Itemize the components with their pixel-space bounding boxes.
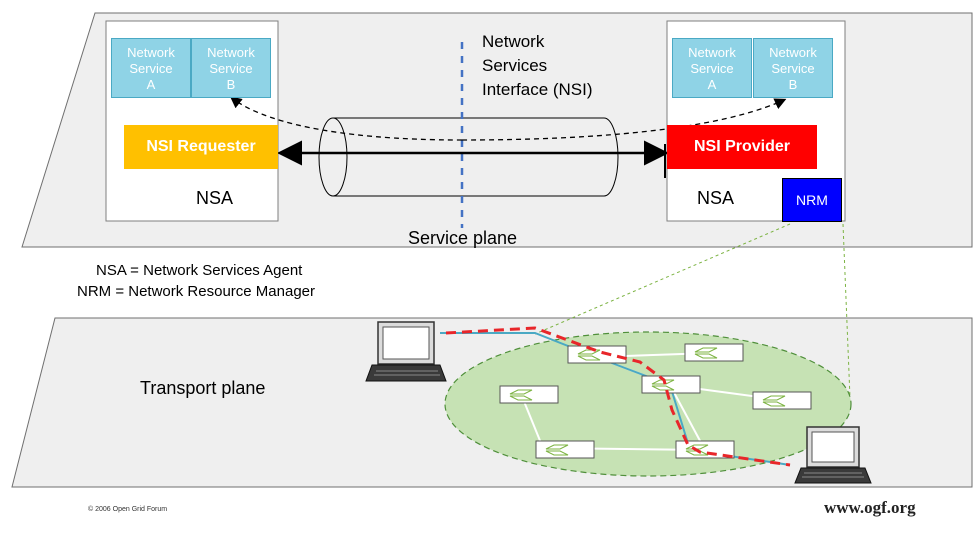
right-network-service-b: Network Service B: [753, 38, 833, 98]
service-line: Service: [771, 61, 815, 76]
service-line: Network: [127, 45, 175, 60]
left-network-service-b: Network Service B: [191, 38, 271, 98]
nrm-box: NRM: [782, 178, 842, 222]
service-plane-label: Service plane: [408, 228, 518, 248]
right-nsa-label: NSA: [697, 188, 735, 208]
service-line: Service: [129, 61, 173, 76]
left-nsa-label: NSA: [196, 188, 234, 208]
switch-1: [567, 345, 627, 364]
service-line: A: [707, 77, 717, 92]
dashed-arrow-left: [229, 96, 463, 141]
service-line: Network: [769, 45, 817, 60]
network-cloud: [444, 331, 852, 477]
interface-label-line-2: Services: [482, 56, 548, 75]
interface-label-line-1: Network: [482, 32, 545, 51]
laptop-right-icon: [794, 426, 872, 484]
switch-7: [675, 440, 735, 459]
service-line: B: [788, 77, 798, 92]
left-network-service-a: Network Service A: [111, 38, 191, 98]
legend-2: NRM = Network Resource Manager: [77, 281, 315, 302]
legend-nsa: NSA = Network Services Agent: [96, 262, 303, 279]
transport-plane-label: Transport plane: [140, 378, 266, 398]
switch-2: [684, 343, 744, 362]
footer-url: www.ogf.org: [824, 498, 916, 517]
interface-label-line-3: Interface (NSI): [482, 80, 593, 99]
service-line: Service: [209, 61, 253, 76]
switch-3: [641, 375, 701, 394]
nrm-link-2: [842, 223, 851, 399]
nrm-link-1: [534, 223, 791, 335]
interface-label: Network Services Interface (NSI): [482, 30, 593, 102]
switch-5: [752, 391, 812, 410]
service-line: A: [146, 77, 156, 92]
right-network-service-a: Network Service A: [672, 38, 752, 98]
service-line: B: [226, 77, 236, 92]
service-line: Network: [207, 45, 255, 60]
network-switches: [499, 343, 812, 459]
nsi-provider: NSI Provider: [667, 125, 817, 169]
nsi-requester: NSI Requester: [124, 125, 278, 169]
switch-6: [535, 440, 595, 459]
provisioned-path-red: [445, 326, 791, 467]
switch-4: [499, 385, 559, 404]
legend-nrm: NRM = Network Resource Manager: [77, 283, 316, 300]
service-line: Service: [690, 61, 734, 76]
laptop-left-icon: [365, 321, 447, 382]
legend: NSA = Network Services Agent: [96, 260, 302, 281]
service-line: Network: [688, 45, 736, 60]
footer-copyright: © 2006 Open Grid Forum: [88, 506, 168, 513]
